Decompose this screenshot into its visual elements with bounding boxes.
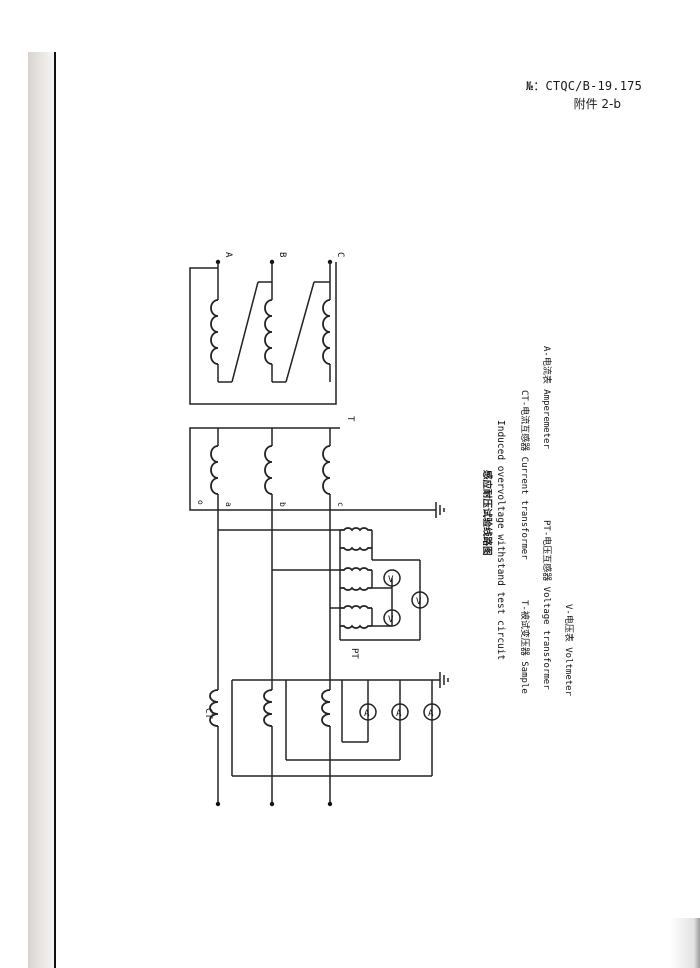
voltmeter-3 (411, 591, 429, 609)
legend-t: T-被试变压器 Sample (519, 600, 531, 694)
title-cn: 感应耐压试验线路图 (481, 470, 493, 556)
label-terminal-C: C (335, 252, 345, 257)
label-terminal-b: b (278, 502, 287, 507)
label-transformer-T: T (345, 416, 355, 422)
title-en: Induced overvoltage withstand test circu… (495, 420, 506, 660)
ammeter-3 (423, 703, 441, 721)
legend-pt: PT-电压互感器 Voltage transformer (541, 520, 553, 690)
label-terminal-A: A (223, 252, 233, 258)
document-number: №：CTQC/B-19.175 (525, 79, 642, 93)
ammeter-label-2: A (396, 709, 402, 719)
ammeter-1 (359, 703, 377, 721)
legend-v: V-电压表 Voltmeter (563, 604, 575, 697)
label-terminal-B: B (277, 252, 287, 257)
voltmeter-label-1: V (388, 575, 394, 585)
ct-section: A A A CT (203, 672, 449, 777)
diagram-caption: 感应耐压试验线路图 Induced overvoltage withstand … (481, 346, 575, 697)
label-terminal-c: c (336, 502, 345, 507)
legend-a: A-电流表 Amperemeter (541, 346, 553, 449)
pt-section: V V V PT (218, 527, 429, 659)
label-terminal-a: a (224, 502, 233, 507)
page-corner-shadow (670, 918, 700, 968)
legend-ct: CT-电流互感器 Current transformer (519, 390, 531, 560)
hv-winding-box: A B C (189, 252, 345, 405)
voltmeter-2 (383, 609, 401, 627)
ammeter-label-1: A (364, 709, 370, 719)
ammeter-label-3: A (428, 709, 434, 719)
page-edge-line (54, 52, 56, 968)
phase-leads (215, 494, 333, 807)
page-shadow (28, 52, 55, 968)
lv-winding-box: T o a b c (189, 416, 355, 511)
attachment-label: 附件 2-b (573, 97, 621, 111)
label-ct: CT (203, 708, 213, 719)
voltmeter-label-3: V (416, 597, 422, 607)
ammeter-2 (391, 703, 409, 721)
voltmeter-1 (383, 569, 401, 587)
label-pt: PT (349, 648, 359, 659)
ground-symbol-neutral (340, 502, 445, 518)
voltmeter-label-2: V (388, 615, 394, 625)
scan-margin (0, 0, 28, 968)
label-terminal-o: o (196, 500, 205, 505)
